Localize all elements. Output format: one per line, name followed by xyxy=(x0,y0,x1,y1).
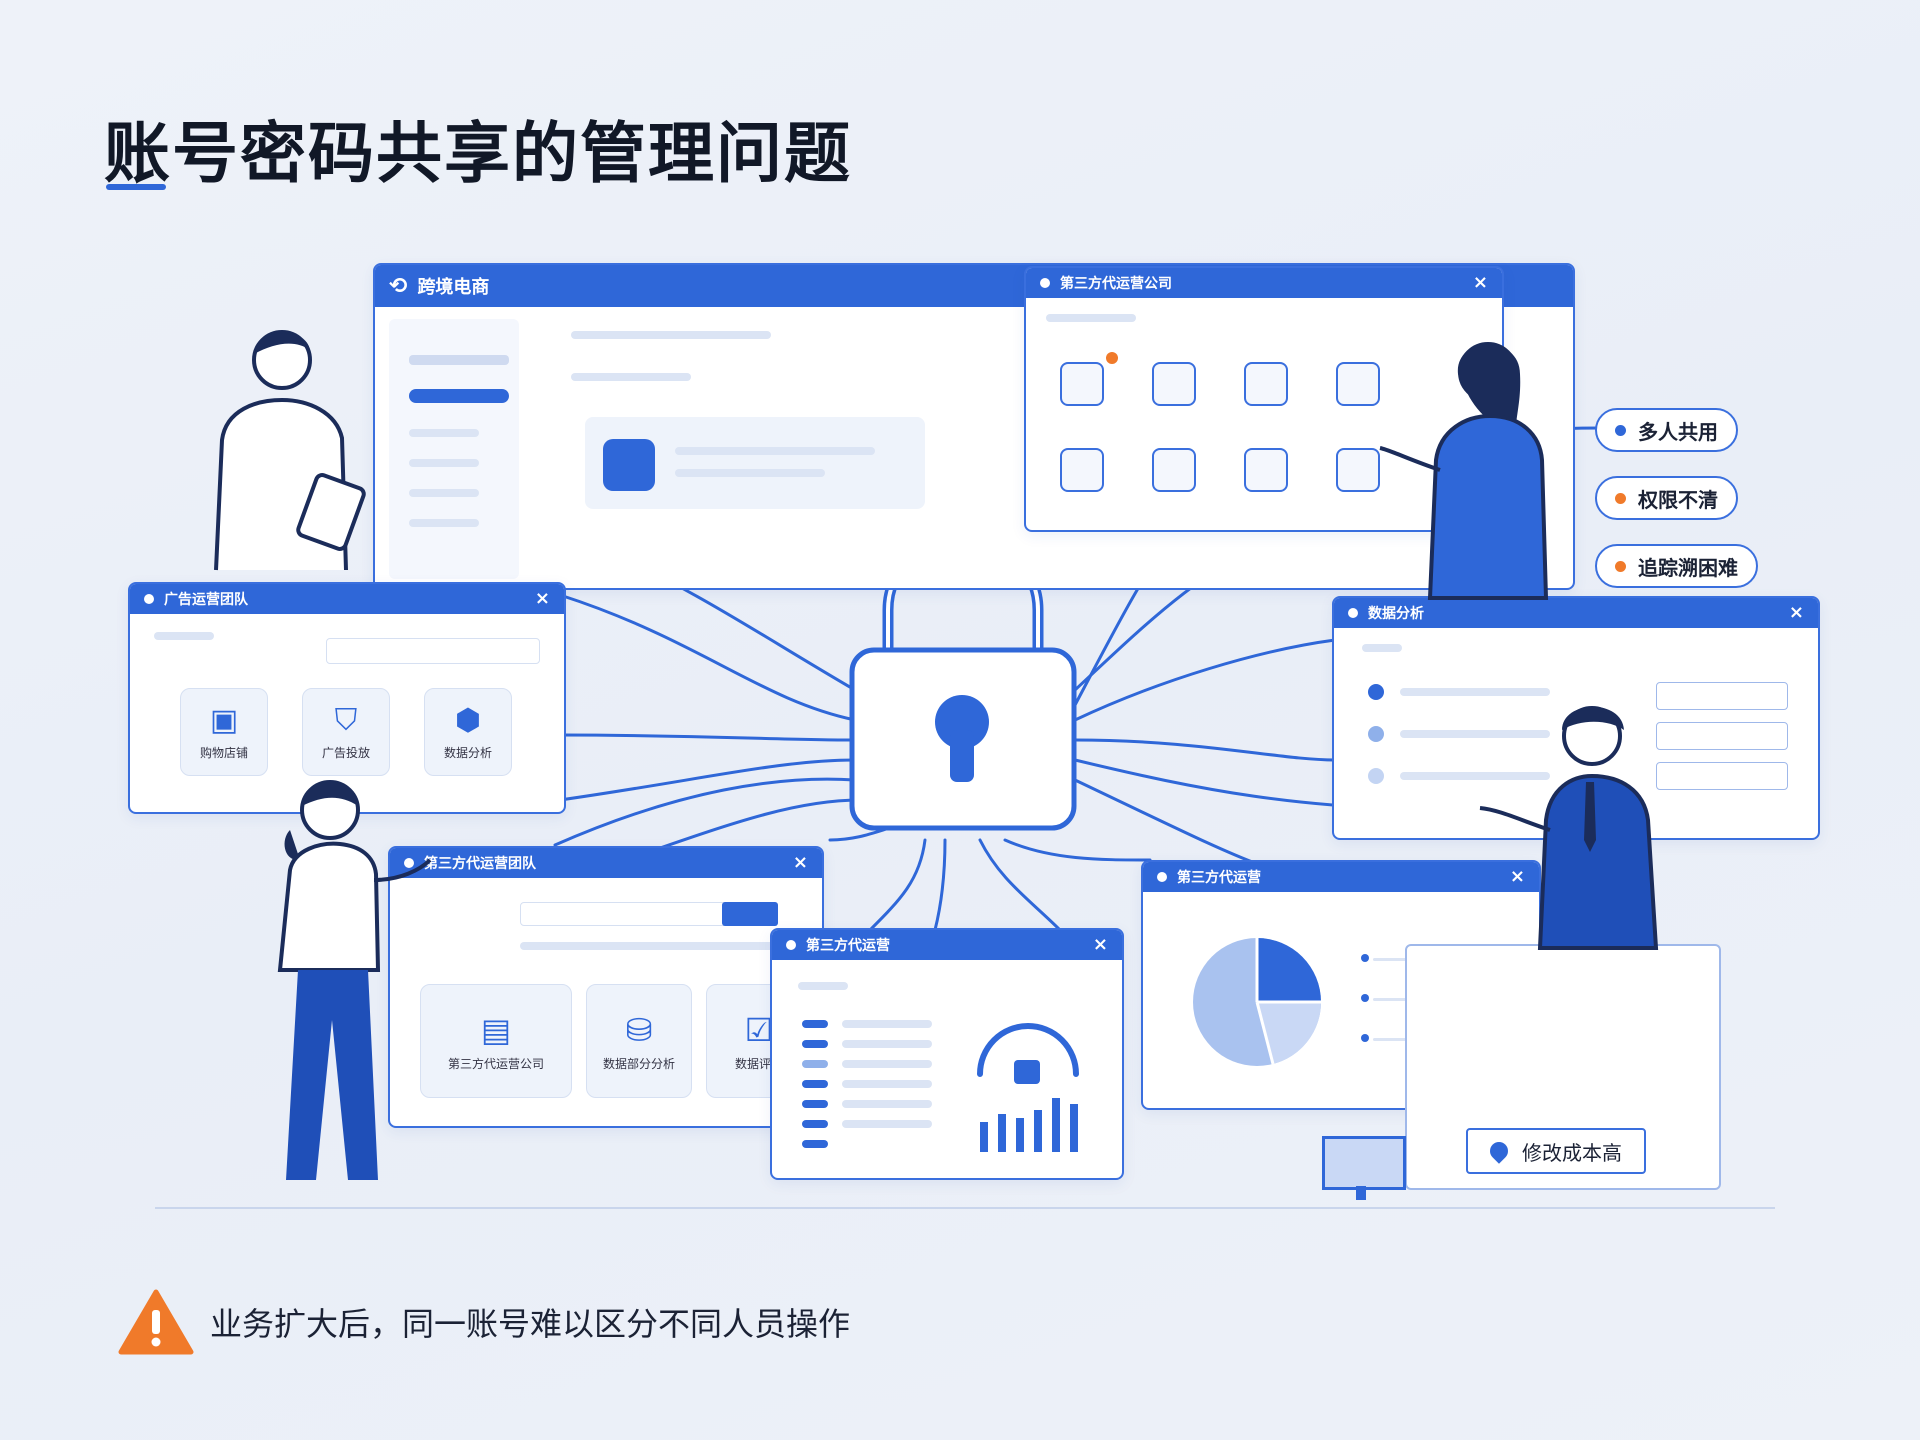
invoice-icon: ▤ xyxy=(480,1010,512,1049)
review-icon: ☑ xyxy=(744,1010,774,1049)
action-button[interactable] xyxy=(1656,722,1788,750)
shop-tile-label: 购物店铺 xyxy=(199,746,248,760)
list-icon xyxy=(1060,448,1104,492)
ops-window: 第三方代运营 × xyxy=(770,928,1124,1180)
main-sidebar xyxy=(389,319,519,579)
person-woman-left xyxy=(277,780,432,1180)
ad-team-window: 广告运营团队 × ▣ 购物店铺 ⛉ 广告投放 ⬢ 数据分析 xyxy=(128,582,566,814)
vendor-tile[interactable]: ▤ 第三方代运营公司 xyxy=(420,984,572,1098)
pie-chart xyxy=(1193,938,1321,1066)
action-button[interactable] xyxy=(1656,762,1788,790)
bullet-icon xyxy=(1615,492,1626,504)
issue-pill-label: 多人共用 xyxy=(1638,419,1718,444)
ad-team-window-title: 广告运营团队 xyxy=(164,592,248,608)
shop-tile[interactable]: ▣ 购物店铺 xyxy=(180,688,268,776)
location-pin-icon xyxy=(1486,1138,1512,1164)
warning-note: 业务扩大后，同一账号难以区分不同人员操作 xyxy=(118,1288,850,1356)
document-icon xyxy=(603,439,655,491)
copy-icon xyxy=(1336,448,1380,492)
cost-tag: 修改成本高 xyxy=(1466,1128,1646,1174)
box-icon: ⬢ xyxy=(454,703,482,738)
ops-team-window: 第三方代运营团队 × ▤ 第三方代运营公司 ⛁ 数据部分分析 ☑ 数据评价 xyxy=(388,846,824,1128)
download-icon xyxy=(1336,362,1380,406)
logo-icon: ⟲ xyxy=(389,273,408,299)
monitor-panel xyxy=(1405,944,1721,1190)
analysis-tile[interactable]: ⛁ 数据部分分析 xyxy=(586,984,692,1098)
issue-pill-shared: 多人共用 xyxy=(1595,408,1738,452)
close-icon[interactable]: × xyxy=(792,852,808,873)
ops-window-title: 第三方代运营 xyxy=(806,938,890,954)
action-button[interactable] xyxy=(1656,682,1788,710)
main-content-card xyxy=(585,417,925,509)
page-title: 账号密码共享的管理问题 xyxy=(104,115,852,192)
monitor-icon xyxy=(1322,1136,1406,1190)
bullet-icon xyxy=(1615,560,1626,572)
warning-triangle-icon xyxy=(118,1289,194,1355)
cost-tag-label: 修改成本高 xyxy=(1522,1140,1622,1165)
person-man-suit xyxy=(1479,706,1659,950)
ops-chart-window-title: 第三方代运营 xyxy=(1177,870,1261,886)
checklist-icon xyxy=(1244,362,1288,406)
search-input[interactable] xyxy=(326,638,540,664)
warning-text: 业务扩大后，同一账号难以区分不同人员操作 xyxy=(210,1305,851,1343)
person-man-tablet xyxy=(214,330,366,571)
main-window-title: 跨境电商 xyxy=(417,277,490,298)
data-tile[interactable]: ⬢ 数据分析 xyxy=(424,688,512,776)
close-icon[interactable]: × xyxy=(1788,602,1804,623)
close-icon[interactable]: × xyxy=(1472,272,1488,293)
analysis-tile-label: 数据部分分析 xyxy=(602,1056,675,1071)
shop-icon: ▣ xyxy=(209,703,239,738)
issue-pill-tracking: 追踪溯困难 xyxy=(1595,544,1758,588)
tools-icon xyxy=(1152,448,1196,492)
close-icon[interactable]: × xyxy=(1092,934,1108,955)
person-woman-right xyxy=(1379,342,1549,600)
data-analysis-window-title: 数据分析 xyxy=(1368,606,1424,622)
ops-team-window-title: 第三方代运营团队 xyxy=(424,856,536,872)
gauge-chart xyxy=(977,1023,1079,1152)
title-underline xyxy=(106,184,166,190)
ad-tile-label: 广告投放 xyxy=(321,746,370,760)
file-icon xyxy=(1244,448,1288,492)
bullet-icon xyxy=(1615,424,1626,436)
close-icon[interactable]: × xyxy=(1509,866,1525,887)
shield-icon: ⛉ xyxy=(334,703,358,738)
ground-line xyxy=(155,1207,1775,1209)
issue-pill-label: 追踪溯困难 xyxy=(1638,555,1738,580)
ad-tile[interactable]: ⛉ 广告投放 xyxy=(302,688,390,776)
vendor-window-title: 第三方代运营公司 xyxy=(1060,276,1172,292)
chart-icon xyxy=(1152,362,1196,406)
close-icon[interactable]: × xyxy=(534,588,550,609)
issue-pill-label: 权限不清 xyxy=(1638,487,1718,512)
vendor-window: 第三方代运营公司 × xyxy=(1024,266,1504,532)
issue-pill-permission: 权限不清 xyxy=(1595,476,1738,520)
notification-badge xyxy=(1106,352,1118,364)
store-icon xyxy=(1060,362,1104,406)
vendor-tile-label: 第三方代运营公司 xyxy=(447,1056,544,1071)
data-tile-label: 数据分析 xyxy=(443,746,492,760)
search-button[interactable] xyxy=(722,902,778,926)
database-icon: ⛁ xyxy=(625,1010,653,1049)
